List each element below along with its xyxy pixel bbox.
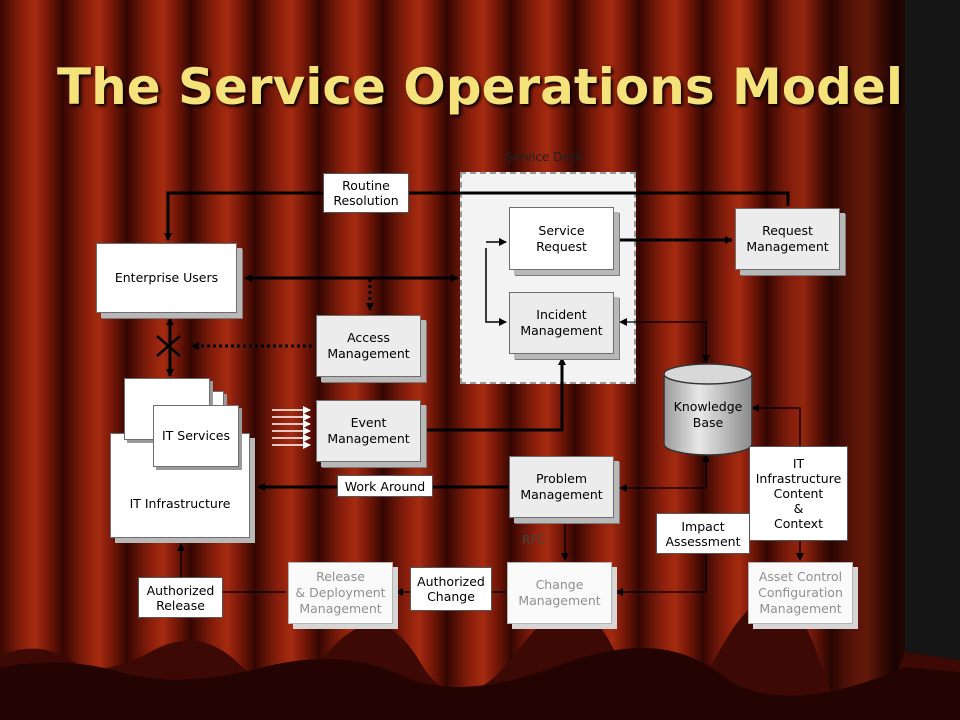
incident-management-label: Incident Management bbox=[520, 307, 603, 338]
change-management-label: Change Management bbox=[518, 577, 601, 608]
request-management-label: Request Management bbox=[746, 223, 829, 254]
it-services-box: IT Services bbox=[153, 405, 239, 467]
service-desk-label: Service Desk bbox=[505, 150, 583, 164]
release-management-label: Release & Deployment Management bbox=[295, 569, 386, 616]
change-management-box: Change Management bbox=[507, 562, 612, 624]
it-infrastructure-content-label: IT Infrastructure Content & Context bbox=[749, 446, 848, 541]
event-management-label: Event Management bbox=[327, 415, 410, 446]
authorized-change-label: Authorized Change bbox=[410, 567, 492, 611]
service-request-label: Service Request bbox=[536, 222, 587, 254]
impact-assessment-label: Impact Assessment bbox=[656, 513, 750, 554]
slide-title: The Service Operations Model bbox=[57, 58, 903, 116]
access-management-box: Access Management bbox=[316, 315, 421, 377]
access-management-label: Access Management bbox=[327, 330, 410, 361]
asset-management-box: Asset Control Configuration Management bbox=[748, 562, 853, 624]
event-management-box: Event Management bbox=[316, 400, 421, 462]
knowledge-base-label: Knowledge Base bbox=[673, 399, 743, 430]
authorized-release-label: Authorized Release bbox=[138, 577, 223, 618]
enterprise-users-box: Enterprise Users bbox=[96, 243, 237, 313]
incident-management-box: Incident Management bbox=[509, 292, 614, 354]
release-management-box: Release & Deployment Management bbox=[288, 562, 393, 624]
knowledge-base-cylinder bbox=[663, 363, 753, 456]
work-around-label: Work Around bbox=[337, 475, 433, 497]
problem-management-box: Problem Management bbox=[509, 456, 614, 518]
service-request-box: Service Request bbox=[509, 207, 614, 270]
it-services-label: IT Services bbox=[161, 428, 230, 443]
asset-management-label: Asset Control Configuration Management bbox=[758, 569, 843, 616]
request-management-box: Request Management bbox=[735, 208, 840, 270]
rfc-label: RFC bbox=[522, 533, 546, 547]
enterprise-users-label: Enterprise Users bbox=[114, 270, 219, 285]
problem-management-label: Problem Management bbox=[520, 471, 603, 502]
it-infrastructure-label: IT Infrastructure bbox=[129, 496, 231, 511]
routine-resolution-label: Routine Resolution bbox=[323, 173, 409, 213]
